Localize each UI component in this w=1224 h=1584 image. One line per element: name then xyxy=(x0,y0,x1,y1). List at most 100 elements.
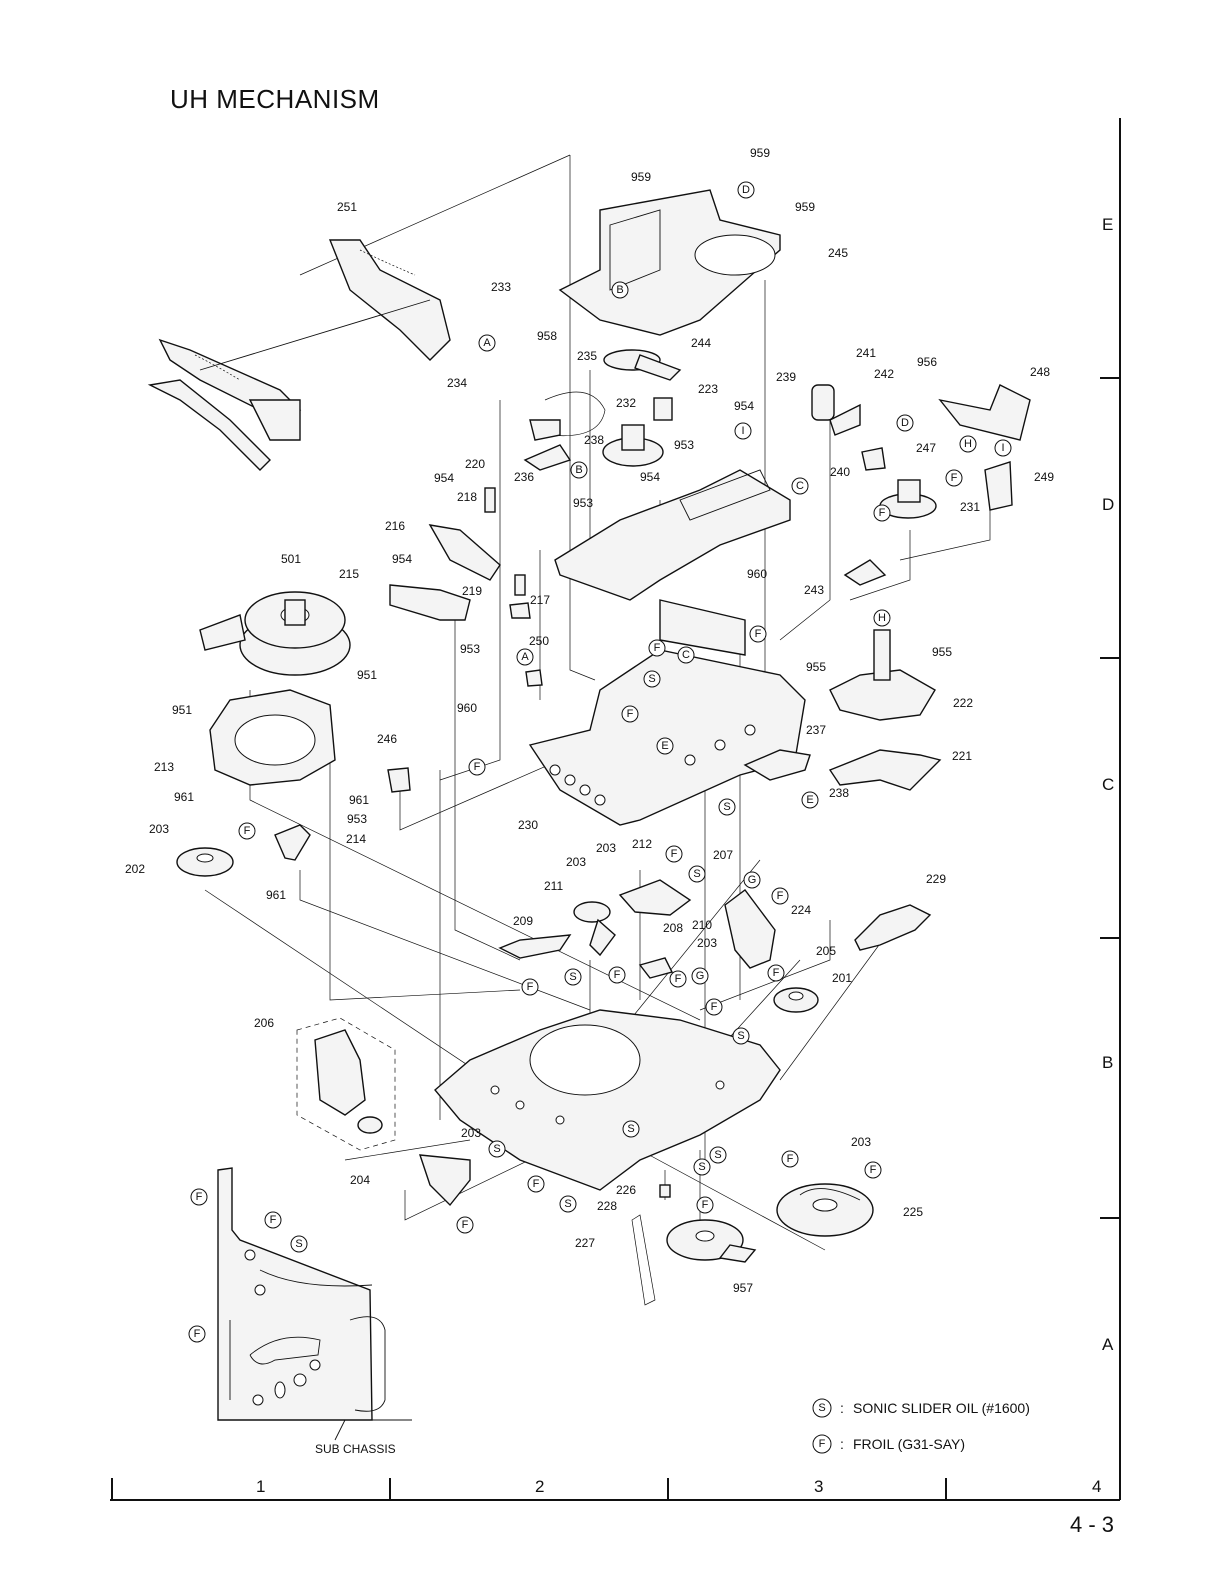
callout-symbol: F xyxy=(188,1325,206,1343)
callout-symbol: S xyxy=(564,968,582,986)
part-number-label: 957 xyxy=(733,1281,753,1295)
legend-separator: : xyxy=(840,1400,844,1416)
part-201-box xyxy=(296,1017,396,1151)
part-number-label: 232 xyxy=(616,396,636,410)
part-number-label: 213 xyxy=(154,760,174,774)
part-number-label: 961 xyxy=(174,790,194,804)
part-number-label: 951 xyxy=(357,668,377,682)
svg-text:S: S xyxy=(698,1161,705,1173)
grid-row-label: D xyxy=(1102,495,1114,514)
part-223-gear xyxy=(653,397,673,421)
legend: S : SONIC SLIDER OIL (#1600) F : FROIL (… xyxy=(812,1398,1030,1454)
part-number-label: 243 xyxy=(804,583,824,597)
part-number-label: 960 xyxy=(747,567,767,581)
callout-symbol: F xyxy=(864,1161,882,1179)
part-number-label: 954 xyxy=(392,552,412,566)
svg-text:F: F xyxy=(787,1153,794,1165)
grid-col-label: 3 xyxy=(814,1477,823,1496)
part-number-label: 238 xyxy=(584,433,604,447)
grid-col-label: 2 xyxy=(535,1477,544,1496)
part-number-label: 229 xyxy=(926,872,946,886)
part-number-label: 202 xyxy=(125,862,145,876)
part-228-belt xyxy=(631,1214,656,1306)
part-number-label: 215 xyxy=(339,567,359,581)
part-249 xyxy=(984,461,1013,511)
callout-symbol: F xyxy=(669,970,687,988)
svg-text:E: E xyxy=(806,794,813,806)
part-number-label: 227 xyxy=(575,1236,595,1250)
svg-text:C: C xyxy=(796,480,804,492)
svg-text:S: S xyxy=(627,1123,634,1135)
svg-text:S: S xyxy=(569,971,576,983)
sub-chassis-label: SUB CHASSIS xyxy=(315,1442,396,1456)
callout-symbol: E xyxy=(656,737,674,755)
part-number-label: 212 xyxy=(632,837,652,851)
part-number-label: 228 xyxy=(597,1199,617,1213)
callout-symbol: S xyxy=(622,1120,640,1138)
svg-text:F: F xyxy=(244,825,251,837)
part-number-label: 244 xyxy=(691,336,711,350)
part-250 xyxy=(525,669,543,687)
callout-symbol: I xyxy=(734,422,752,440)
callout-symbol: G xyxy=(743,871,761,889)
part-number-label: 209 xyxy=(513,914,533,928)
page-title: UH MECHANISM xyxy=(170,84,380,114)
part-number-label: 953 xyxy=(460,642,480,656)
callout-symbol: E xyxy=(801,791,819,809)
part-217 xyxy=(509,602,531,619)
part-241-motor xyxy=(811,384,861,436)
part-number-label: 247 xyxy=(916,441,936,455)
svg-text:D: D xyxy=(742,184,750,196)
callout-symbol: H xyxy=(959,435,977,453)
svg-text:S: S xyxy=(648,673,655,685)
part-211-gear xyxy=(573,901,616,957)
part-number-label: 954 xyxy=(640,470,660,484)
page-number: 4 - 3 xyxy=(1070,1512,1115,1537)
svg-text:I: I xyxy=(1001,442,1004,454)
callout-symbol: F xyxy=(767,964,785,982)
sub-chassis-leader xyxy=(334,1419,346,1441)
svg-text:F: F xyxy=(270,1214,277,1226)
svg-text:F: F xyxy=(879,507,886,519)
svg-text:S: S xyxy=(493,1143,500,1155)
part-number-label: 234 xyxy=(447,376,467,390)
svg-text:D: D xyxy=(901,417,909,429)
part-236 xyxy=(523,444,572,471)
part-number-label: 238 xyxy=(829,786,849,800)
part-number-label: 953 xyxy=(573,496,593,510)
grid-ticks xyxy=(111,377,1120,1500)
part-235-belt xyxy=(544,391,606,437)
callout-symbol: S xyxy=(290,1235,308,1253)
part-number-label: 219 xyxy=(462,584,482,598)
callout-symbol: F xyxy=(665,845,683,863)
legend-symbol: S xyxy=(818,1402,825,1414)
callout-symbol: F xyxy=(238,822,256,840)
legend-text: SONIC SLIDER OIL (#1600) xyxy=(853,1400,1030,1416)
svg-text:F: F xyxy=(462,1219,469,1231)
svg-text:F: F xyxy=(474,761,481,773)
callout-symbol: G xyxy=(691,967,709,985)
callout-symbol: F xyxy=(873,504,891,522)
callout-symbol: A xyxy=(516,648,534,666)
svg-text:S: S xyxy=(737,1030,744,1042)
callout-symbol: S xyxy=(643,670,661,688)
part-213-bracket xyxy=(209,689,336,786)
callout-symbol: F xyxy=(781,1150,799,1168)
svg-text:F: F xyxy=(755,628,762,640)
part-251-arm xyxy=(147,239,451,471)
part-215 xyxy=(389,584,471,621)
part-number-label: 235 xyxy=(577,349,597,363)
callout-symbol: F xyxy=(608,966,626,984)
part-205-gear xyxy=(773,987,819,1013)
part-225 xyxy=(659,1184,671,1198)
part-501-motor xyxy=(199,591,351,676)
svg-text:G: G xyxy=(696,970,705,982)
part-number-label: 960 xyxy=(457,701,477,715)
part-220 xyxy=(484,487,496,513)
part-number-label: 954 xyxy=(734,399,754,413)
part-229 xyxy=(854,904,932,951)
part-208 xyxy=(638,957,674,979)
part-number-label: 203 xyxy=(461,1126,481,1140)
grid-row-label: C xyxy=(1102,775,1114,794)
sub-chassis-inset xyxy=(217,1167,412,1421)
